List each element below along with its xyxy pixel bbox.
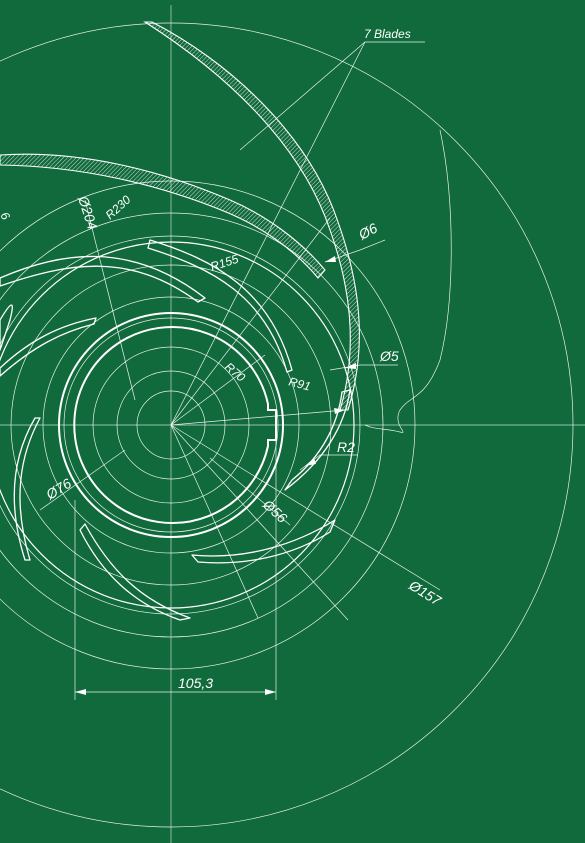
label-r91: R91 — [287, 374, 312, 393]
leader-d157 — [170, 424, 441, 591]
label-d76: Ø76 — [42, 475, 74, 503]
circle-d204 — [0, 212, 384, 638]
hub-outer-ring-inner — [63, 317, 279, 533]
outer-circle-r230 — [0, 22, 574, 828]
leader-r70 — [170, 354, 266, 426]
blades — [0, 21, 360, 621]
label-105-3: 105,3 — [178, 675, 213, 691]
label-r155: R155 — [209, 252, 241, 274]
shaft-bore-keyway — [73, 326, 277, 524]
center-lines — [0, 5, 585, 843]
construction-circles — [0, 22, 574, 828]
leader-d204 — [84, 199, 136, 401]
leader-diagonal-lower-2 — [170, 424, 349, 621]
leader-d56 — [209, 457, 291, 526]
arrow-105-left — [75, 689, 86, 695]
shroud-circle-d157 — [0, 235, 361, 615]
shroud-circle-inner — [0, 241, 355, 609]
blade-5 — [79, 523, 191, 621]
volute-tongue — [364, 129, 452, 433]
circle-inner-1 — [92, 346, 250, 504]
leader-d76 — [39, 449, 126, 511]
blade-7 — [284, 389, 351, 491]
circle-r70 — [42, 296, 300, 554]
label-left-edge-fragment: 6 — [0, 210, 13, 223]
circle-r91 — [10, 264, 332, 586]
hatched-blade-left — [0, 153, 326, 279]
volute-curve — [364, 129, 452, 433]
dimension-labels: 7 Blades R230 Ø204 R155 Ø6 Ø5 R91 R70 R2… — [0, 27, 445, 691]
circle-inner-2 — [116, 370, 226, 480]
blade-4 — [13, 417, 41, 561]
blade-1 — [0, 255, 206, 303]
arrow-d5 — [345, 363, 356, 369]
label-r70: R70 — [222, 360, 248, 385]
blade-left-edge — [0, 304, 13, 351]
arrow-105-right — [265, 689, 276, 695]
arrow-r91 — [334, 408, 345, 414]
dimension-leaders — [39, 41, 441, 700]
leader-d5 — [329, 364, 398, 371]
label-d157: Ø157 — [406, 576, 445, 609]
label-r2: R2 — [337, 439, 355, 455]
label-r230: R230 — [103, 192, 134, 222]
hub — [0, 235, 361, 615]
leader-r230 — [170, 41, 366, 426]
blade-2 — [147, 239, 293, 373]
label-d204: Ø204 — [75, 193, 101, 232]
circle-inner-3 — [136, 390, 206, 460]
leader-r155 — [170, 217, 331, 426]
hub-outer-ring — [58, 312, 284, 538]
label-d6: Ø6 — [355, 220, 380, 243]
leader-d6 — [324, 239, 386, 263]
label-d5: Ø5 — [379, 348, 399, 364]
leader-r91 — [170, 409, 346, 426]
leader-diagonal-lower — [170, 424, 259, 619]
arrow-d6 — [325, 256, 336, 262]
label-7-blades: 7 Blades — [364, 27, 411, 41]
blade-6 — [191, 519, 336, 564]
blade-3 — [0, 317, 97, 377]
arrow-r2 — [305, 458, 316, 466]
leader-7-blades — [239, 41, 425, 151]
